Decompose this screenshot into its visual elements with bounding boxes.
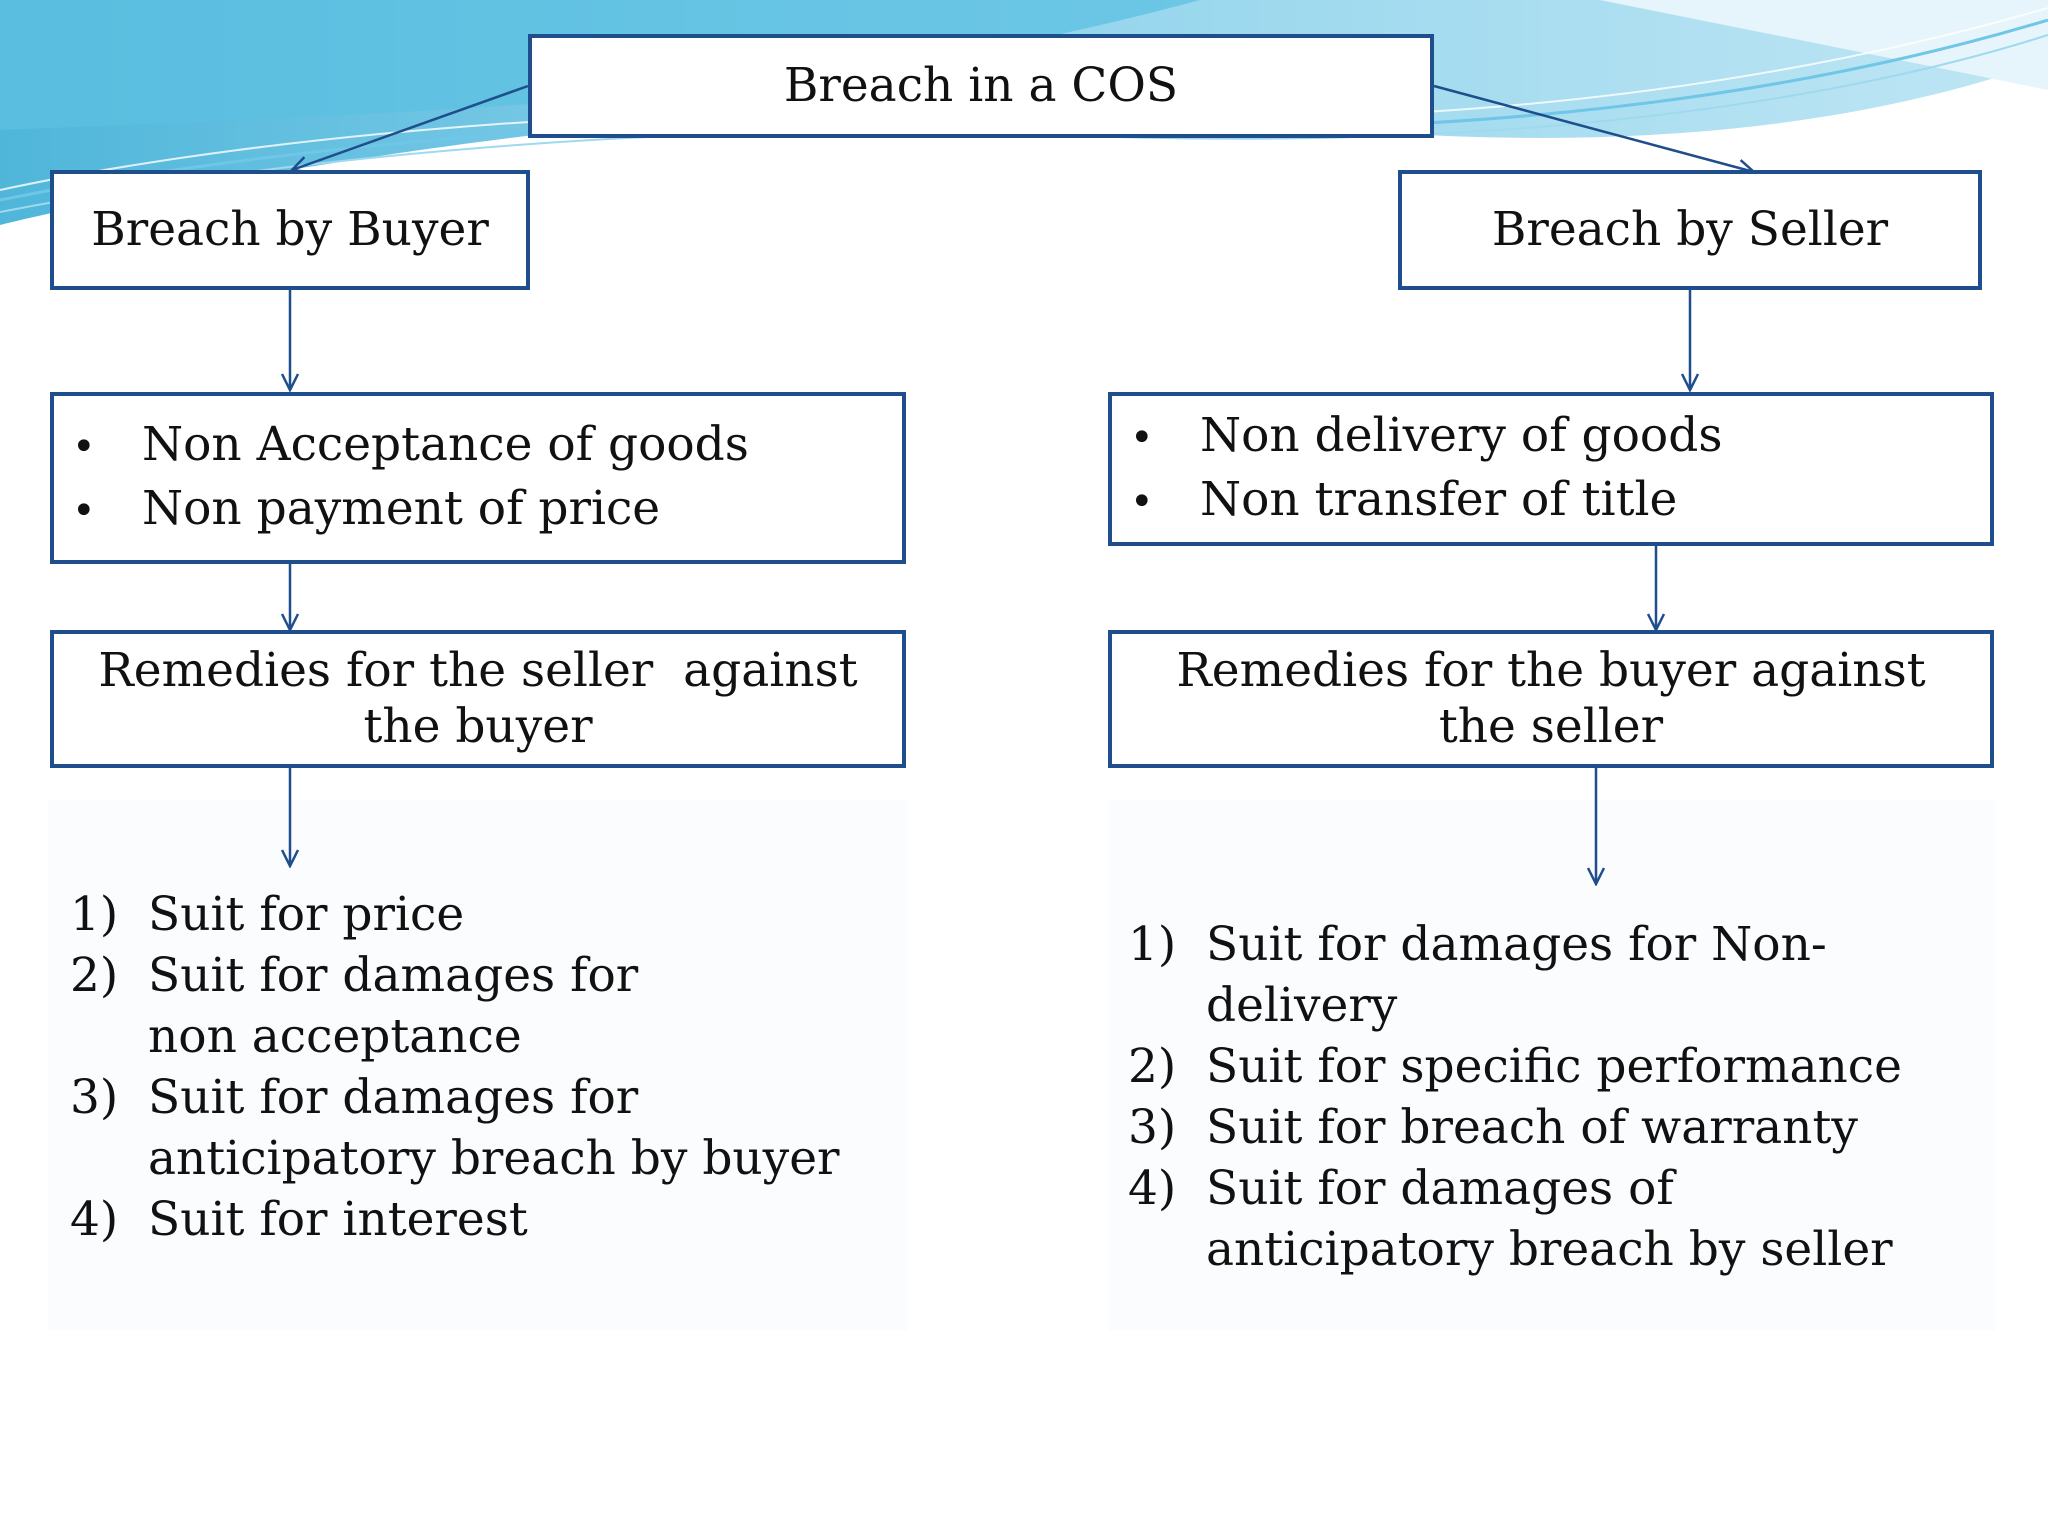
list-item: 1) Suit for damages for Non-delivery — [1128, 914, 1994, 1036]
breach-by-seller-label: Breach by Seller — [1491, 201, 1889, 257]
list-item-text: Suit for damages for non acceptance — [148, 948, 639, 1064]
list-item-text: Suit for damages for Non-delivery — [1206, 917, 1827, 1033]
list-item-number: 1) — [70, 887, 119, 942]
list-item-text: Suit for breach of warranty — [1206, 1100, 1858, 1155]
seller-remedies-title: Remedies for the buyer against the selle… — [1176, 642, 1926, 754]
buyer-breach-item: • Non payment of price — [72, 478, 902, 542]
list-item-number: 3) — [1128, 1100, 1177, 1155]
seller-remedies-title-box: Remedies for the buyer against the selle… — [1108, 630, 1994, 768]
list-item: 4) Suit for damages of anticipatory brea… — [1128, 1158, 1994, 1280]
buyer-remedies-title-box: Remedies for the seller against the buye… — [50, 630, 906, 768]
buyer-breach-item: • Non Acceptance of goods — [72, 414, 902, 478]
seller-breach-item: • Non transfer of title — [1130, 469, 1990, 533]
buyer-remedies-panel — [48, 800, 908, 1330]
root-node-box: Breach in a COS — [528, 34, 1434, 138]
seller-breach-item: • Non delivery of goods — [1130, 405, 1990, 469]
list-item-number: 2) — [1128, 1039, 1177, 1094]
bullet-icon: • — [1130, 415, 1154, 461]
list-item: 2) Suit for specific performance — [1128, 1036, 1994, 1097]
list-item-number: 4) — [1128, 1161, 1177, 1216]
list-item-text: Suit for price — [148, 887, 465, 942]
list-item: 4) Suit for interest — [70, 1189, 900, 1250]
list-item-text: Suit for damages of anticipatory breach … — [1206, 1161, 1893, 1277]
list-item-number: 4) — [70, 1192, 119, 1247]
buyer-remedies-title: Remedies for the seller against the buye… — [98, 642, 873, 754]
list-item: 2) Suit for damages for non acceptance — [70, 945, 900, 1067]
bullet-icon: • — [72, 424, 96, 470]
list-item: 3) Suit for breach of warranty — [1128, 1097, 1994, 1158]
bullet-icon: • — [1130, 479, 1154, 525]
list-item-number: 2) — [70, 948, 119, 1003]
list-item-number: 3) — [70, 1070, 119, 1125]
seller-breaches-box: • Non delivery of goods • Non transfer o… — [1108, 392, 1994, 546]
buyer-breach-text: Non payment of price — [142, 481, 661, 536]
breach-by-buyer-box: Breach by Buyer — [50, 170, 530, 290]
seller-breach-text: Non transfer of title — [1200, 472, 1678, 527]
list-item-text: Suit for damages for anticipatory breach… — [148, 1070, 840, 1186]
breach-by-seller-box: Breach by Seller — [1398, 170, 1982, 290]
buyer-breach-text: Non Acceptance of goods — [142, 417, 749, 472]
breach-by-buyer-label: Breach by Buyer — [91, 201, 489, 257]
buyer-breaches-box: • Non Acceptance of goods • Non payment … — [50, 392, 906, 564]
bullet-icon: • — [72, 488, 96, 534]
seller-remedies-list: 1) Suit for damages for Non-delivery 2) … — [1128, 914, 1994, 1280]
seller-breach-text: Non delivery of goods — [1200, 408, 1723, 463]
buyer-remedies-list: 1) Suit for price 2) Suit for damages fo… — [70, 884, 900, 1250]
list-item-number: 1) — [1128, 917, 1177, 972]
list-item-text: Suit for interest — [148, 1192, 528, 1247]
root-node-label: Breach in a COS — [783, 57, 1179, 113]
list-item: 1) Suit for price — [70, 884, 900, 945]
seller-remedies-panel — [1108, 800, 1996, 1330]
list-item: 3) Suit for damages for anticipatory bre… — [70, 1067, 900, 1189]
list-item-text: Suit for specific performance — [1206, 1039, 1902, 1094]
